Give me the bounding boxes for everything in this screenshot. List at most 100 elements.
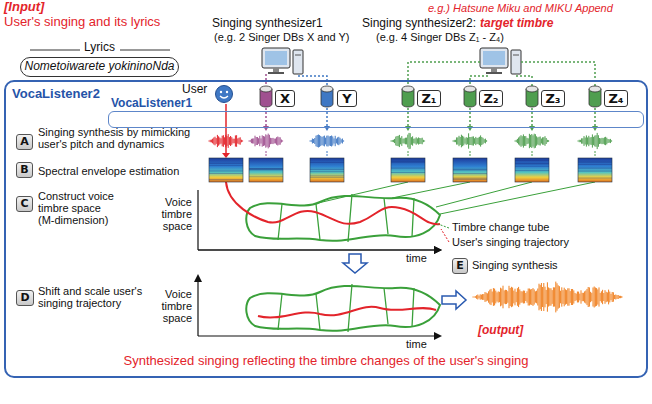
label-text: [Input] (4, 0, 44, 15)
waveform (473, 282, 622, 313)
waveform (578, 133, 612, 149)
label-text: Singing synthesis by mimicking user's pi… (38, 126, 198, 150)
singer-db-box: Z₄ (604, 90, 628, 107)
spectrogram-band (249, 168, 283, 169)
spectrogram-band (249, 169, 283, 170)
down-arrow (343, 254, 367, 273)
singing-trajectory (226, 182, 440, 224)
spectrogram-band (391, 161, 425, 162)
box-heading: Lyrics (84, 41, 115, 55)
label-text: User (182, 83, 207, 97)
spectrogram-band (209, 171, 243, 172)
label-text: User's singing trajectory (452, 236, 569, 249)
spectrogram-band (391, 168, 425, 169)
arrowhead (222, 153, 230, 158)
axis (198, 190, 440, 250)
smiley-eye (226, 91, 228, 93)
spectrum-link (318, 182, 595, 214)
arrowhead (324, 126, 330, 131)
box-text: E (456, 260, 464, 273)
leader-line (438, 224, 449, 228)
waveform (391, 133, 425, 149)
waveform (209, 134, 243, 148)
label-text: Construct voice timbre space (M-dimensio… (38, 190, 118, 226)
spectrogram-band (391, 162, 425, 163)
spectrogram-band (310, 177, 344, 178)
database-cylinder-top (260, 86, 272, 92)
dotted-arrow (266, 151, 267, 157)
database-cylinder-top (321, 86, 333, 92)
spectrogram-band (249, 168, 283, 169)
box-text: A (20, 136, 29, 149)
label-text: Singing synthesizer1 (212, 17, 323, 31)
spectrogram-band (209, 173, 243, 174)
spectrogram-band (578, 164, 612, 165)
box-text: Z₁ (421, 91, 436, 106)
right-arrow (442, 291, 466, 309)
database-cylinder-top (589, 86, 601, 92)
dotted-link (408, 62, 595, 86)
system-box: VocaListener2VocaListener1XYZ₁Z₂Z₃Z₄ABCD… (4, 80, 648, 378)
step-letter-box: D (16, 290, 34, 306)
leader-line (441, 229, 449, 242)
database-cylinder-top (402, 86, 414, 92)
box-text: D (20, 292, 29, 305)
dotted-arrow (408, 151, 409, 157)
synthesizer1-computer (262, 48, 303, 74)
spectrogram-band (515, 170, 549, 171)
spectrogram (578, 158, 612, 182)
spectrogram-band (249, 176, 283, 177)
timbre-tube (246, 194, 440, 242)
axis (197, 276, 198, 336)
spectrogram (249, 158, 283, 182)
arrowhead (405, 126, 411, 131)
label-text: Voice timbre space (148, 288, 192, 324)
label-text: Shift and scale user's singing trajector… (38, 285, 143, 309)
synthesizer2-computer (480, 48, 521, 74)
smiley-mouth (220, 96, 228, 98)
box-text: VocaListener1 (111, 97, 192, 111)
arrowhead (467, 126, 473, 131)
step-letter-box: A (16, 134, 33, 150)
dotted-arrow (327, 151, 328, 157)
spectrogram-band (515, 164, 549, 165)
singer-db-box: Z₃ (541, 90, 565, 107)
spectrogram-band (391, 160, 425, 161)
spectrogram-band (453, 179, 487, 180)
spectrogram-band (578, 171, 612, 172)
spectrogram-band (515, 166, 549, 167)
box-text: X (280, 91, 290, 106)
spectrogram-band (310, 162, 344, 163)
step-letter-box: B (16, 162, 33, 178)
arrowhead (263, 126, 269, 131)
label-text: Timbre change tube (452, 221, 549, 234)
label-text: (e.g. 4 Singer DBs Z₁ - Z₄) (376, 31, 504, 44)
label-text: target timbre (480, 17, 553, 31)
dotted-arrow (470, 151, 471, 157)
label-text: Synthesized singing reflecting the timbr… (16, 354, 636, 368)
label-text: Singing synthesis (472, 259, 558, 272)
spectrogram-band (578, 162, 612, 163)
dotted-arrow (595, 151, 596, 157)
timbre-tube (246, 284, 440, 332)
spectrogram-band (209, 163, 243, 164)
arrowhead (592, 126, 598, 131)
dotted-arrow (532, 151, 533, 157)
step-letter-box: E (452, 258, 468, 274)
label-text: Spectral envelope estimation (38, 165, 198, 177)
box-text: Nometoiwarete yokininoNda (24, 60, 174, 74)
spectrogram-band (310, 171, 344, 172)
spectrogram-band (453, 169, 487, 170)
spectrogram-band (310, 175, 344, 176)
system-box: VocaListener1 (108, 111, 644, 128)
label-text: Voice timbre space (148, 196, 192, 232)
spectrogram-band (453, 173, 487, 174)
waveform (515, 134, 549, 149)
spectrogram-band (209, 179, 243, 180)
spectrogram-band (578, 168, 612, 169)
box-text: B (20, 164, 28, 177)
spectrogram-band (578, 178, 612, 179)
singing-trajectory (258, 307, 436, 318)
singer-db-box: Z₂ (479, 90, 503, 107)
spectrogram (391, 158, 425, 182)
